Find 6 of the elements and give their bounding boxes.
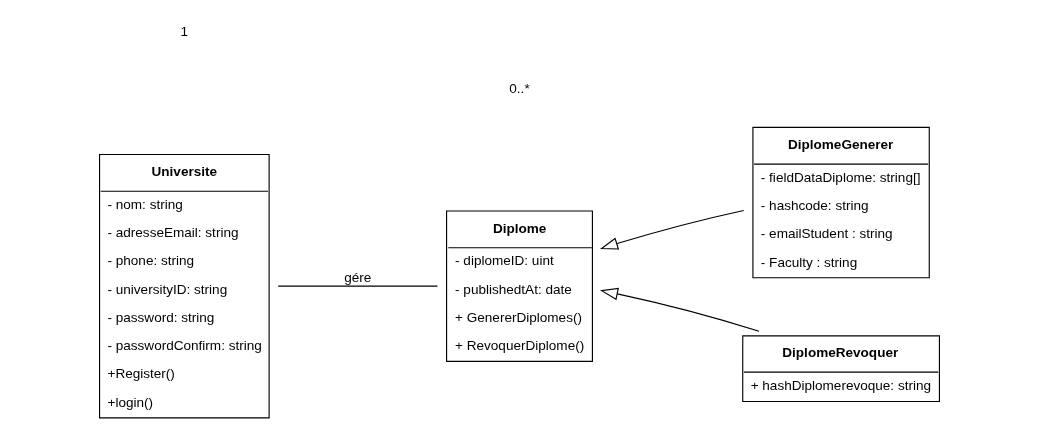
connector (277, 285, 439, 287)
edge-label: gére (344, 270, 372, 286)
arrow (600, 209, 745, 250)
arrow (599, 287, 760, 332)
label: 0..* (509, 80, 530, 96)
label: 1 (180, 24, 189, 40)
